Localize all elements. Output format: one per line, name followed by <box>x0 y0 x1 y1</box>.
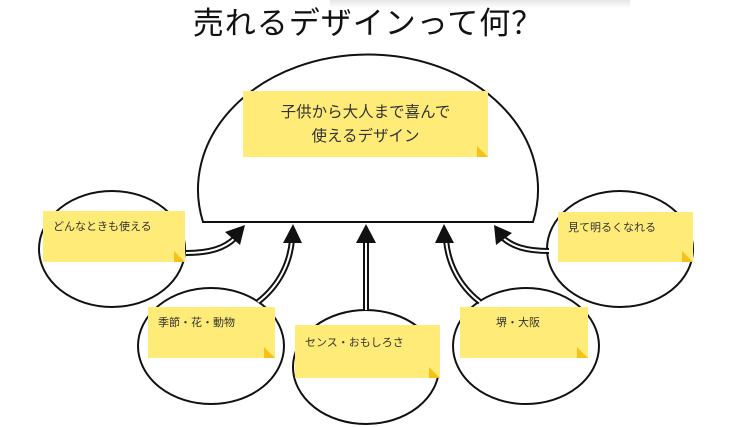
arrow-2-head <box>283 224 302 243</box>
note-fold <box>577 347 588 358</box>
sticky-note-factor-4: 堺・大阪 <box>460 307 588 358</box>
arrow-5-head <box>494 225 512 245</box>
center-text-line1: 子供から大人まで喜んで <box>280 103 451 121</box>
factor-label: 季節・花・動物 <box>158 316 235 329</box>
center-sticky-note: 子供から大人まで喜んで 使えるデザイン <box>243 91 488 157</box>
factor-label: センス・おもしろさ <box>305 336 404 349</box>
note-fold <box>682 251 693 262</box>
sticky-note-factor-5: 見て明るくなれる <box>558 212 693 262</box>
center-text-line2: 使えるデザイン <box>311 127 420 146</box>
factor-label: 見て明るくなれる <box>568 221 656 234</box>
top-shadow-bar <box>330 0 630 8</box>
sticky-note-factor-1: どんなときも使える <box>43 211 185 262</box>
arrow-3-head <box>356 224 376 243</box>
sticky-note-factor-2: 季節・花・動物 <box>148 307 275 358</box>
note-fold <box>477 146 488 157</box>
arrow-4-head <box>435 224 454 243</box>
sticky-note-factor-3: センス・おもしろさ <box>295 325 440 378</box>
note-fold <box>264 347 275 358</box>
note-fold <box>429 367 440 378</box>
arrow-1-head <box>225 225 245 245</box>
factor-label: 堺・大阪 <box>496 316 540 329</box>
arrow-4-shaft <box>443 239 482 305</box>
arrows <box>185 224 550 310</box>
note-fold <box>174 251 185 262</box>
factor-label: どんなときも使える <box>53 220 152 233</box>
diagram-title: 売れるデザインって何？ <box>192 6 544 42</box>
arrow-2-shaft <box>256 239 295 305</box>
